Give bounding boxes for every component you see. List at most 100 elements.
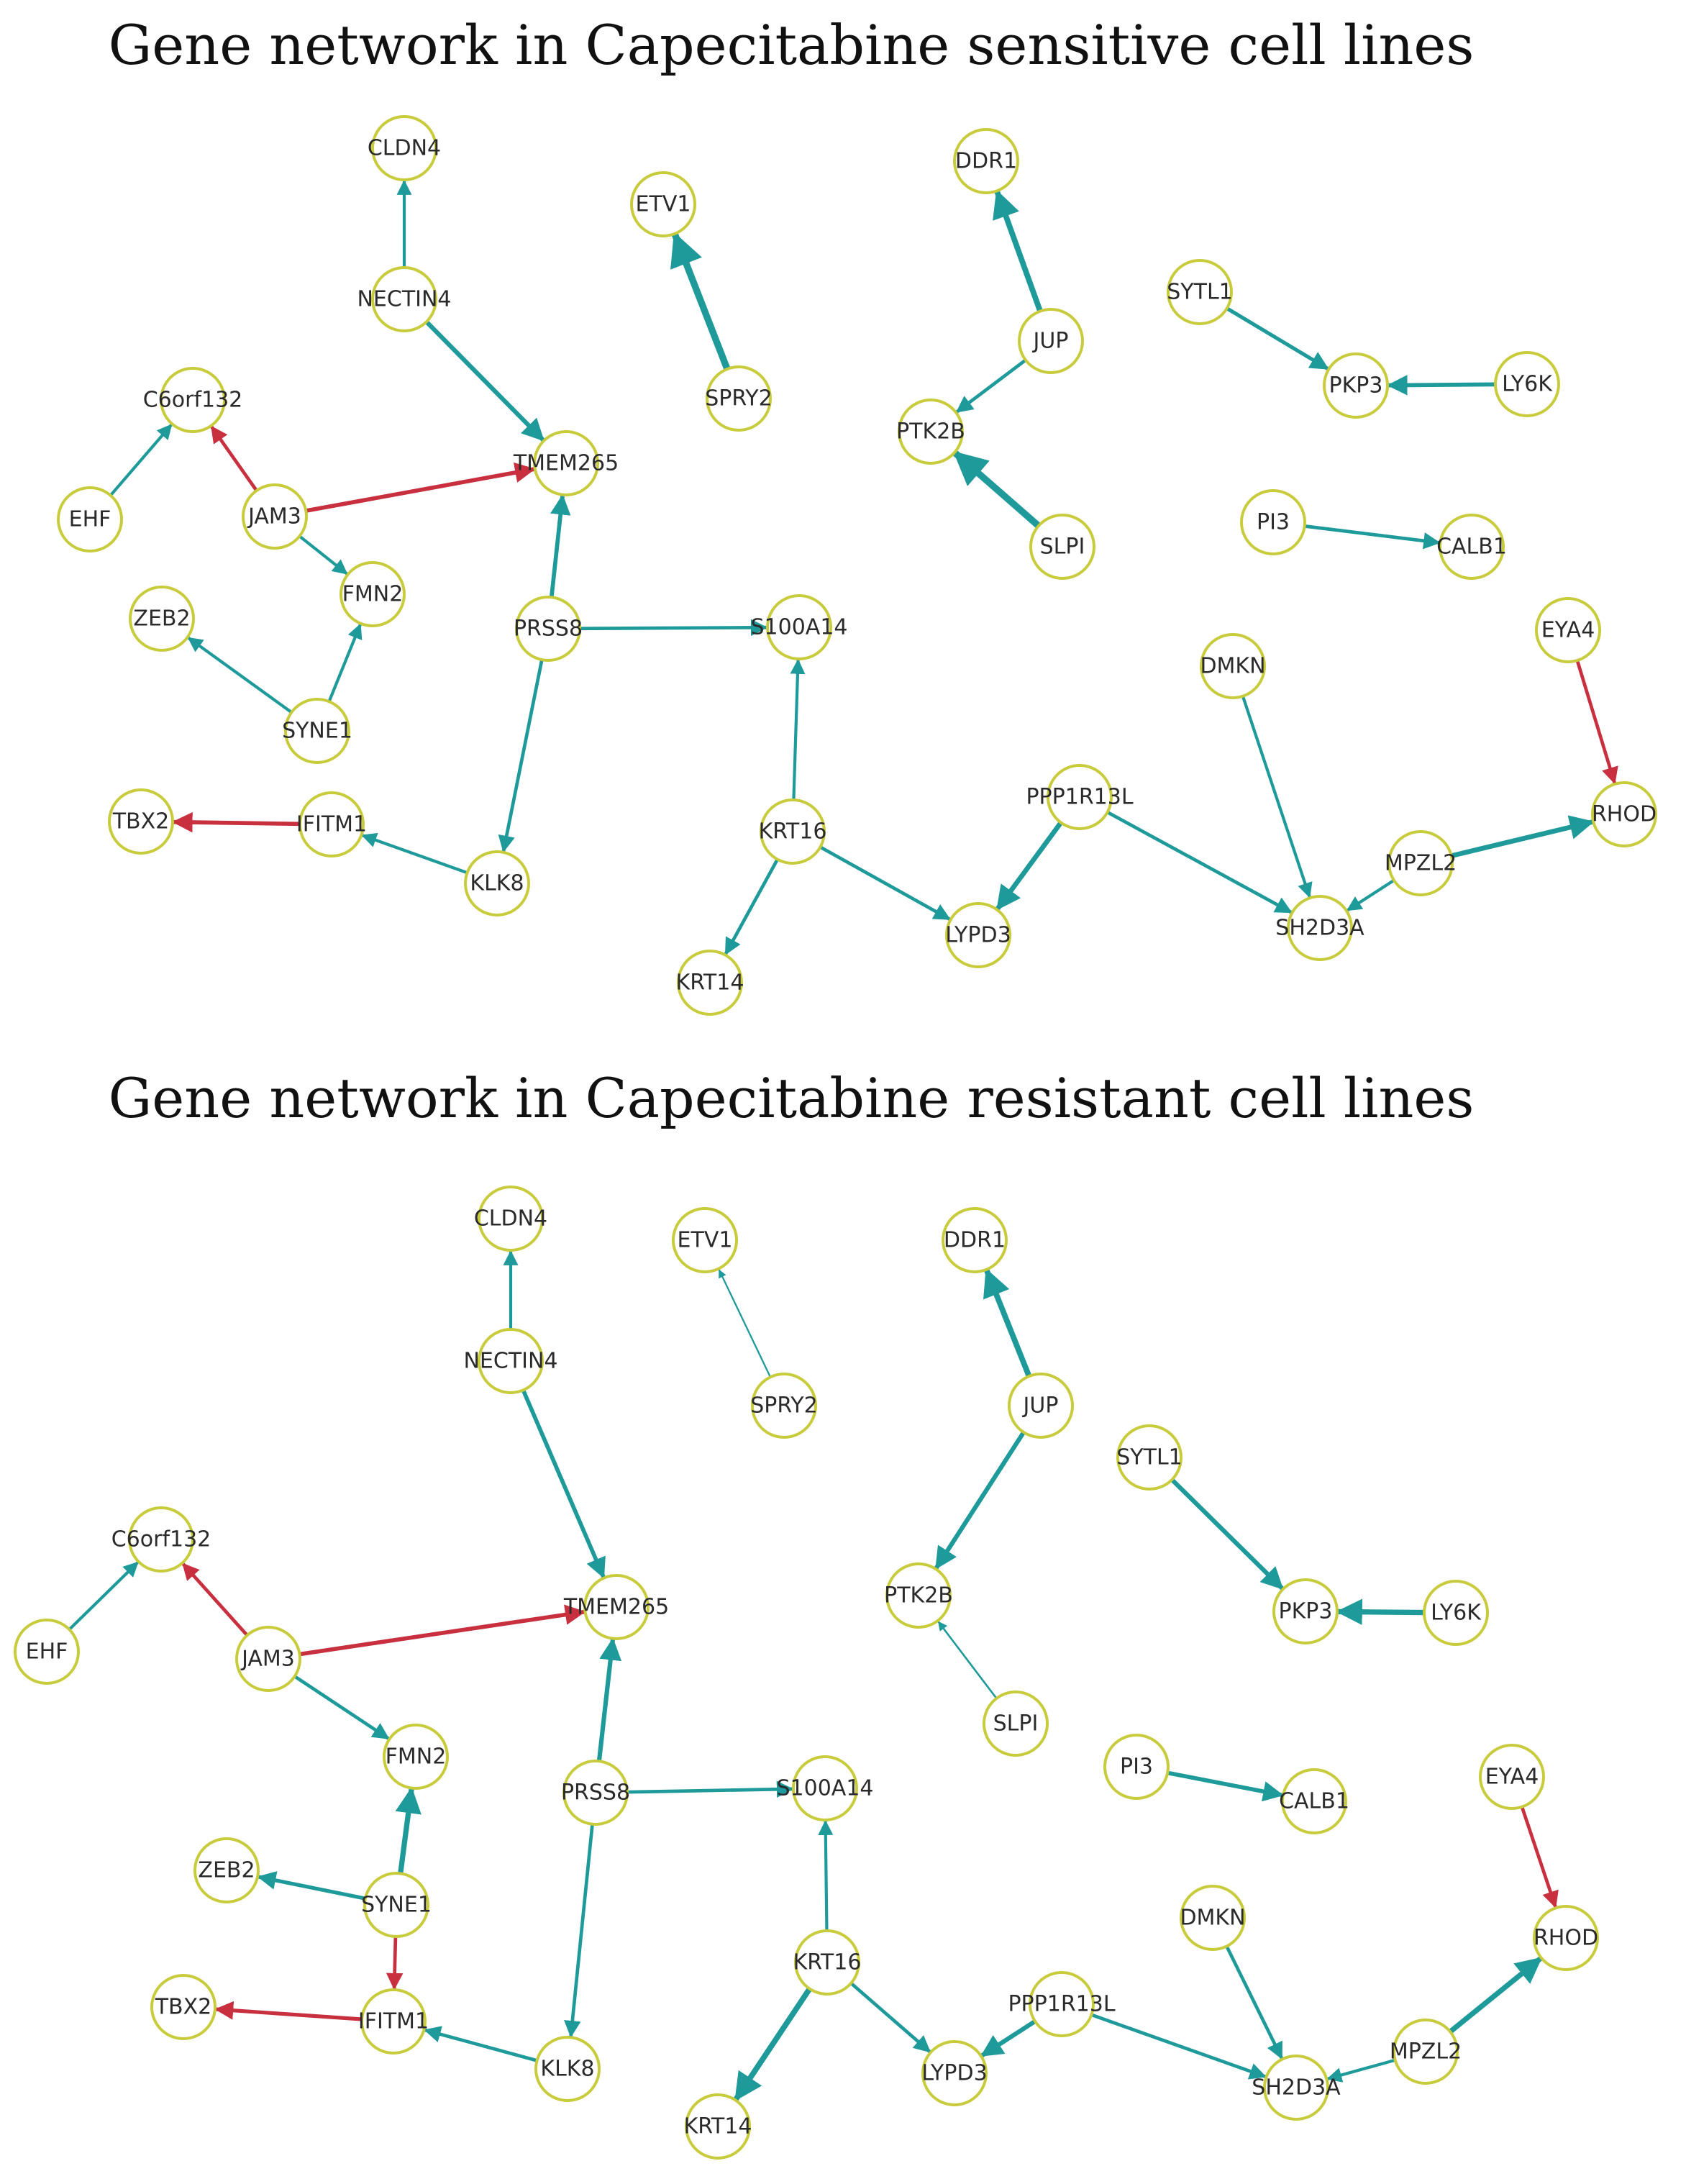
node-klk8: KLK8: [464, 850, 530, 916]
panel-title-sensitive: Gene network in Capecitabine sensitive c…: [108, 13, 1475, 77]
node-syne1: SYNE1: [361, 1872, 432, 1938]
node-circle: [1287, 895, 1353, 961]
node-rhod: RHOD: [1591, 781, 1657, 847]
edge-syne1-to-fmn2: [327, 623, 363, 704]
node-circle: [1167, 259, 1233, 325]
edge-ppp1r13l-to-sh2d3a: [1090, 2013, 1267, 2080]
edge-jup-to-ddr1: [993, 189, 1043, 314]
node-label: MPZL2: [1385, 851, 1457, 876]
node-label: ZEB2: [133, 606, 190, 632]
edge-nectin4-to-tmem265: [424, 319, 545, 442]
node-circle: [150, 1974, 217, 2040]
node-circle: [885, 1562, 952, 1629]
node-s100a14: S100A14: [751, 594, 848, 660]
edge-prss8-to-klk8: [498, 658, 544, 853]
node-pi3: PI3: [1240, 489, 1306, 555]
node-tmem265: TMEM265: [563, 1574, 669, 1640]
edge-syne1-to-zeb2: [187, 636, 293, 714]
node-circle: [677, 950, 743, 1016]
node-pkp3: PKP3: [1323, 352, 1389, 419]
node-label: ZEB2: [198, 1858, 255, 1883]
node-label: SPRY2: [705, 386, 772, 411]
node-circle: [1479, 1744, 1545, 1810]
node-label: KLK8: [540, 2057, 594, 2082]
node-label: EYA4: [1485, 1765, 1539, 1790]
node-circle: [751, 1373, 817, 1439]
node-label: DMKN: [1200, 654, 1265, 679]
node-pi3: PI3: [1103, 1734, 1170, 1800]
node-circle: [1200, 633, 1266, 699]
edge-krt16-to-krt14: [733, 1985, 813, 2102]
node-label: PTK2B: [884, 1583, 953, 1609]
node-slpi: SLPI: [1029, 514, 1095, 580]
node-s100a14: S100A14: [777, 1755, 874, 1821]
node-circle: [942, 1207, 1008, 1273]
node-label: EHF: [69, 507, 111, 532]
edge-syne1-to-fmn2: [395, 1786, 422, 1877]
node-label: CALB1: [1436, 534, 1507, 560]
node-circle: [533, 430, 599, 496]
node-ifitm1: IFITM1: [358, 1988, 429, 2055]
node-label: SYTL1: [1167, 280, 1233, 305]
node-ddr1: DDR1: [953, 128, 1019, 194]
edge-dmkn-to-sh2d3a: [1241, 694, 1313, 898]
edge-mpzl2-to-rhod: [1447, 1956, 1543, 2034]
edge-jam3-to-fmn2: [293, 1674, 391, 1740]
edge-jam3-to-c6orf132: [210, 425, 259, 493]
node-circle: [1047, 764, 1113, 830]
node-label: KRT14: [684, 2114, 752, 2139]
node-label: KRT16: [759, 819, 827, 845]
node-circle: [1281, 1768, 1347, 1834]
node-c6orf132: C6orf132: [143, 367, 242, 433]
node-label: KLK8: [470, 871, 524, 896]
node-circle: [371, 266, 437, 332]
node-label: PRSS8: [514, 616, 583, 642]
node-label: SLPI: [1040, 534, 1085, 560]
node-circle: [1323, 352, 1389, 419]
node-circle: [284, 698, 350, 764]
edges-layer: [68, 1250, 1559, 2102]
node-dmkn: DMKN: [1200, 633, 1266, 699]
node-circle: [129, 586, 195, 652]
edge-prss8-to-s100a14: [578, 619, 768, 637]
edge-ppp1r13l-to-lypd3: [995, 820, 1064, 911]
node-ehf: EHF: [14, 1619, 80, 1685]
node-circle: [1387, 830, 1454, 896]
node-circle: [945, 902, 1011, 968]
node-label: CLDN4: [474, 1206, 547, 1232]
node-label: CLDN4: [368, 136, 441, 161]
node-label: PKP3: [1279, 1599, 1333, 1624]
node-circle: [14, 1619, 80, 1685]
edge-eya4-to-rhod: [1575, 658, 1618, 785]
edge-prss8-to-tmem265: [596, 1637, 622, 1764]
edge-ifitm1-to-tbx2: [172, 811, 302, 833]
node-circle: [983, 1691, 1049, 1757]
node-circle: [1591, 781, 1657, 847]
node-eya4: EYA4: [1479, 1744, 1545, 1810]
node-cldn4: CLDN4: [474, 1186, 547, 1252]
edge-krt16-to-s100a14: [818, 1819, 834, 1933]
edge-jup-to-ptk2b: [955, 358, 1028, 414]
node-label: FMN2: [342, 582, 404, 607]
node-label: PI3: [1120, 1755, 1153, 1780]
node-circle: [299, 791, 365, 857]
node-label: SH2D3A: [1252, 2075, 1341, 2101]
node-label: PPP1R13L: [1008, 1992, 1115, 2017]
edge-slpi-to-ptk2b: [952, 450, 1042, 529]
node-label: SLPI: [993, 1711, 1039, 1737]
node-ddr1: DDR1: [942, 1207, 1008, 1273]
node-circle: [478, 1186, 544, 1252]
node-fmn2: FMN2: [383, 1724, 449, 1790]
edge-spry2-to-etv1: [718, 1269, 772, 1378]
node-klk8: KLK8: [534, 2036, 601, 2102]
node-label: ETV1: [636, 192, 691, 217]
edge-spry2-to-etv1: [670, 232, 731, 373]
node-label: CALB1: [1279, 1789, 1349, 1814]
edge-ly6k-to-pkp3: [1336, 1598, 1427, 1626]
node-label: PTK2B: [896, 419, 965, 445]
edge-ppp1r13l-to-lypd3: [980, 2019, 1038, 2058]
node-jup: JUP: [1018, 308, 1084, 374]
node-spry2: SPRY2: [750, 1373, 818, 1439]
